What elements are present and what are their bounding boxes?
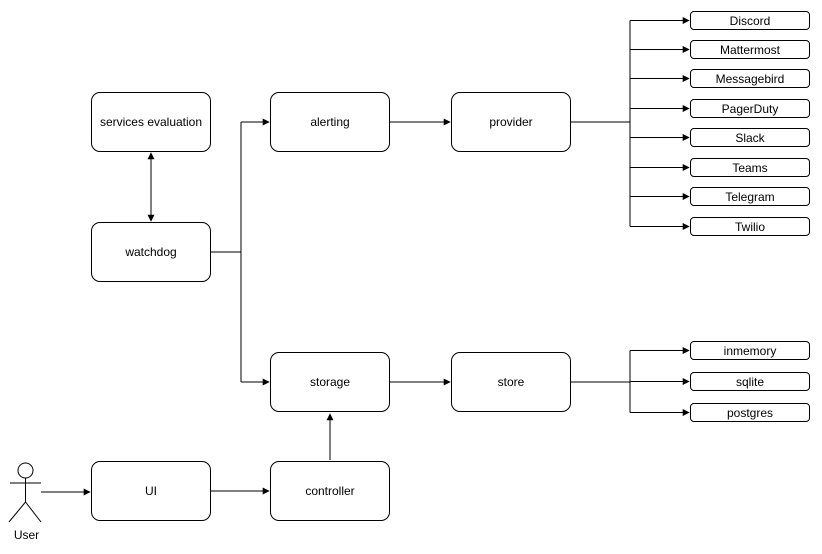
edge-store-fanout — [571, 347, 690, 416]
node-label: store — [497, 375, 525, 389]
node-label: Mattermost — [719, 42, 780, 57]
node-services-evaluation: services evaluation — [91, 92, 211, 152]
node-label: watchdog — [125, 245, 177, 259]
node-label: Twilio — [734, 219, 765, 234]
node-label: Telegram — [725, 189, 775, 204]
node-label: Slack — [735, 130, 765, 145]
node-label: Discord — [729, 13, 771, 28]
node-provider: provider — [451, 92, 571, 152]
node-label: inmemory — [723, 343, 777, 358]
node-twilio: Twilio — [690, 217, 810, 236]
node-label: PagerDuty — [721, 101, 779, 116]
user-actor-label: User — [13, 528, 40, 542]
node-inmemory: inmemory — [690, 341, 810, 360]
node-storage: storage — [270, 352, 390, 412]
node-mattermost: Mattermost — [690, 40, 810, 59]
edge-watchdog-branch — [211, 118, 270, 386]
node-label: Teams — [732, 160, 768, 175]
node-ui: UI — [91, 461, 211, 521]
node-label: storage — [309, 375, 351, 389]
node-messagebird: Messagebird — [690, 69, 810, 88]
node-label: services evaluation — [99, 115, 203, 129]
node-discord: Discord — [690, 11, 810, 30]
edge-provider-fanout — [571, 17, 690, 230]
node-teams: Teams — [690, 158, 810, 177]
node-telegram: Telegram — [690, 187, 810, 206]
node-postgres: postgres — [690, 403, 810, 422]
node-alerting: alerting — [270, 92, 390, 152]
node-controller: controller — [270, 461, 390, 521]
node-slack: Slack — [690, 128, 810, 147]
node-watchdog: watchdog — [91, 222, 211, 282]
node-label: provider — [489, 115, 533, 129]
node-label: postgres — [726, 405, 774, 420]
node-label: Messagebird — [715, 71, 785, 86]
node-store: store — [451, 352, 571, 412]
node-sqlite: sqlite — [690, 372, 810, 391]
node-pagerduty: PagerDuty — [690, 99, 810, 118]
node-label: UI — [145, 484, 157, 498]
node-label: sqlite — [735, 374, 764, 389]
user-actor-icon — [8, 462, 42, 523]
node-label: alerting — [310, 115, 350, 129]
node-label: controller — [305, 484, 355, 498]
